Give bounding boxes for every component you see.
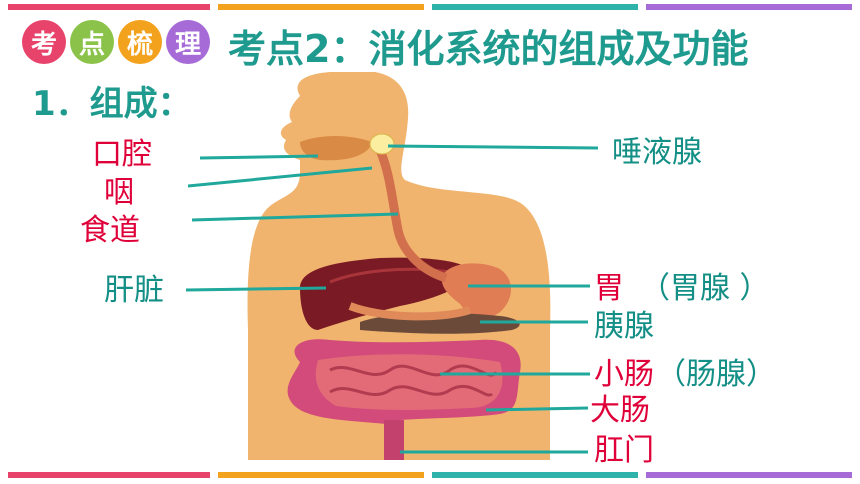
page-title: 考点2：消化系统的组成及功能 <box>228 27 749 71</box>
bottom-bar-2 <box>218 472 424 478</box>
bottom-bar-4 <box>646 472 852 478</box>
leader-pharynx <box>187 166 373 188</box>
stomach <box>441 263 511 319</box>
badge-dian: 点 <box>70 20 114 64</box>
leader-liver <box>185 286 327 292</box>
esophagus <box>373 143 448 283</box>
mouth-tongue <box>300 136 372 161</box>
liver <box>300 257 470 330</box>
rectum <box>384 420 404 460</box>
leader-large-intestine <box>485 406 589 412</box>
label-stomach-gland: （胃腺 ） <box>640 271 770 306</box>
top-bar-1 <box>8 4 210 10</box>
leader-esophagus <box>191 212 399 222</box>
label-pancreas: 胰腺 <box>594 309 654 344</box>
label-esophagus: 食道 <box>80 213 140 248</box>
label-mouth: 口腔 <box>92 137 152 172</box>
label-salivary-gland: 唾液腺 <box>612 135 702 170</box>
leader-salivary <box>387 144 599 150</box>
badge-row: 考 点 梳 理 <box>22 20 210 64</box>
badge-li: 理 <box>166 20 210 64</box>
label-intestinal-gland: （肠腺） <box>656 357 776 392</box>
top-bar-2 <box>218 4 424 10</box>
bottom-bar-1 <box>8 472 210 478</box>
label-pharynx: 咽 <box>104 175 134 210</box>
top-bar-4 <box>646 4 852 10</box>
label-stomach: 胃 <box>594 271 624 306</box>
label-large-intestine: 大肠 <box>590 393 650 428</box>
label-small-intestine: 小肠 <box>594 357 654 392</box>
section-heading: 1．组成： <box>32 84 192 124</box>
salivary-gland <box>369 133 395 155</box>
label-liver: 肝脏 <box>104 273 164 308</box>
badge-kao: 考 <box>22 20 66 64</box>
leader-mouth <box>199 154 319 160</box>
top-bar-3 <box>432 4 638 10</box>
badge-shu: 梳 <box>118 20 162 64</box>
bottom-bar-3 <box>432 472 638 478</box>
small-intestine <box>315 354 503 410</box>
label-anus: 肛门 <box>594 433 654 468</box>
